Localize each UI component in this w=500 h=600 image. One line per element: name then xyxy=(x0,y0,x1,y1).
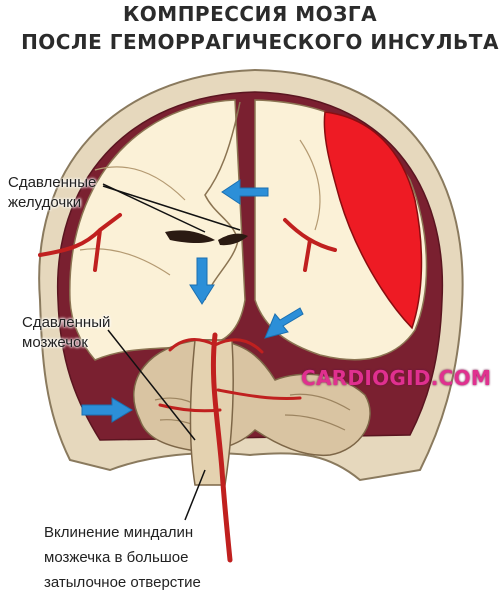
vessel-right-fissure xyxy=(283,218,337,272)
ventricle-left xyxy=(165,230,215,243)
label-compressed-ventricles: Сдавленные желудочки xyxy=(8,173,96,213)
arrow-to-cerebellum xyxy=(81,397,133,423)
label-line: затылочное отверстие xyxy=(44,574,201,591)
label-compressed-cerebellum: Сдавленный мозжечок xyxy=(22,313,110,353)
label-line: Вклинение миндалин xyxy=(44,524,194,541)
label-line: Сдавленный xyxy=(22,314,111,331)
gyrus-left-2 xyxy=(79,248,171,276)
basilar-artery xyxy=(210,332,233,563)
label-line: желудочки xyxy=(8,194,82,211)
label-line: Сдавленные xyxy=(8,174,97,191)
gyrus-right-1 xyxy=(299,139,321,231)
compression-arrows xyxy=(81,179,304,423)
cerebellum-folia xyxy=(154,393,351,433)
arrow-down xyxy=(189,257,215,305)
diagram-title-line-2: ПОСЛЕ ГЕМОРРАГИЧЕСКОГО ИНСУЛЬТА xyxy=(21,30,499,54)
arrow-diagonal xyxy=(264,307,304,339)
diagram-title-line-1: КОМПРЕССИЯ МОЗГА xyxy=(122,2,378,26)
watermark-logo: CARDIOGID.COM xyxy=(301,366,492,390)
vessel-left-fissure xyxy=(38,213,122,272)
label-line: мозжечок xyxy=(22,334,88,351)
label-line: мозжечка в большое xyxy=(44,549,189,566)
hematoma xyxy=(323,111,423,330)
brain-midline xyxy=(204,101,241,301)
label-tonsillar-herniation: Вклинение миндалин мозжечка в большое за… xyxy=(44,520,201,595)
arrow-to-midline xyxy=(221,179,269,205)
ventricle-right xyxy=(218,233,248,246)
gyrus-left-1 xyxy=(94,166,186,201)
basilar-branches xyxy=(158,338,302,413)
leader-lines xyxy=(102,183,241,521)
